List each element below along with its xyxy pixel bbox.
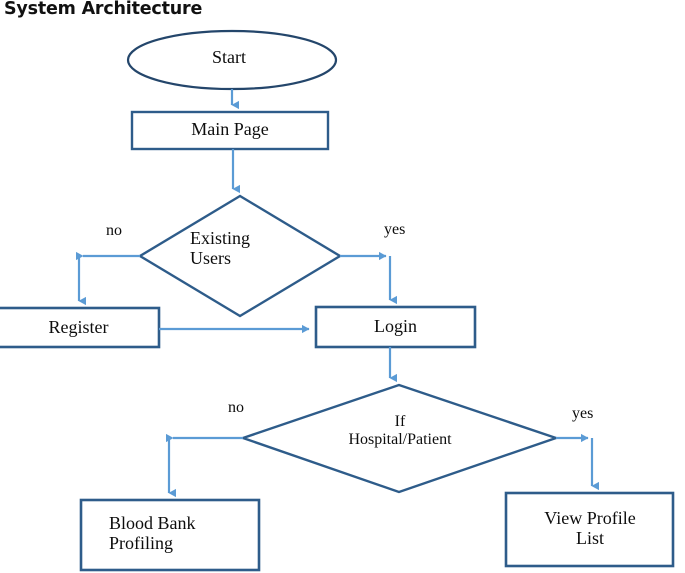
node-view-profile-list-shape[interactable] <box>504 491 675 568</box>
node-view-profile-list[interactable] <box>506 493 673 566</box>
node-register[interactable] <box>0 308 159 347</box>
node-register-shape[interactable] <box>0 306 161 349</box>
node-start[interactable] <box>128 31 336 89</box>
node-if-hospital-patient[interactable] <box>320 412 480 464</box>
node-login[interactable] <box>316 307 475 347</box>
node-existing-users[interactable] <box>180 226 300 286</box>
page-title: System Architecture <box>4 0 203 19</box>
node-main-page-shape[interactable] <box>130 110 330 151</box>
node-existing-users-shape[interactable] <box>137 194 343 318</box>
node-blood-bank-profiling-shape[interactable] <box>79 498 261 572</box>
node-blood-bank-profiling[interactable] <box>81 500 259 570</box>
node-if-hospital-patient-shape[interactable] <box>239 383 560 494</box>
node-main-page[interactable] <box>132 112 328 149</box>
node-login-shape[interactable] <box>314 305 477 349</box>
